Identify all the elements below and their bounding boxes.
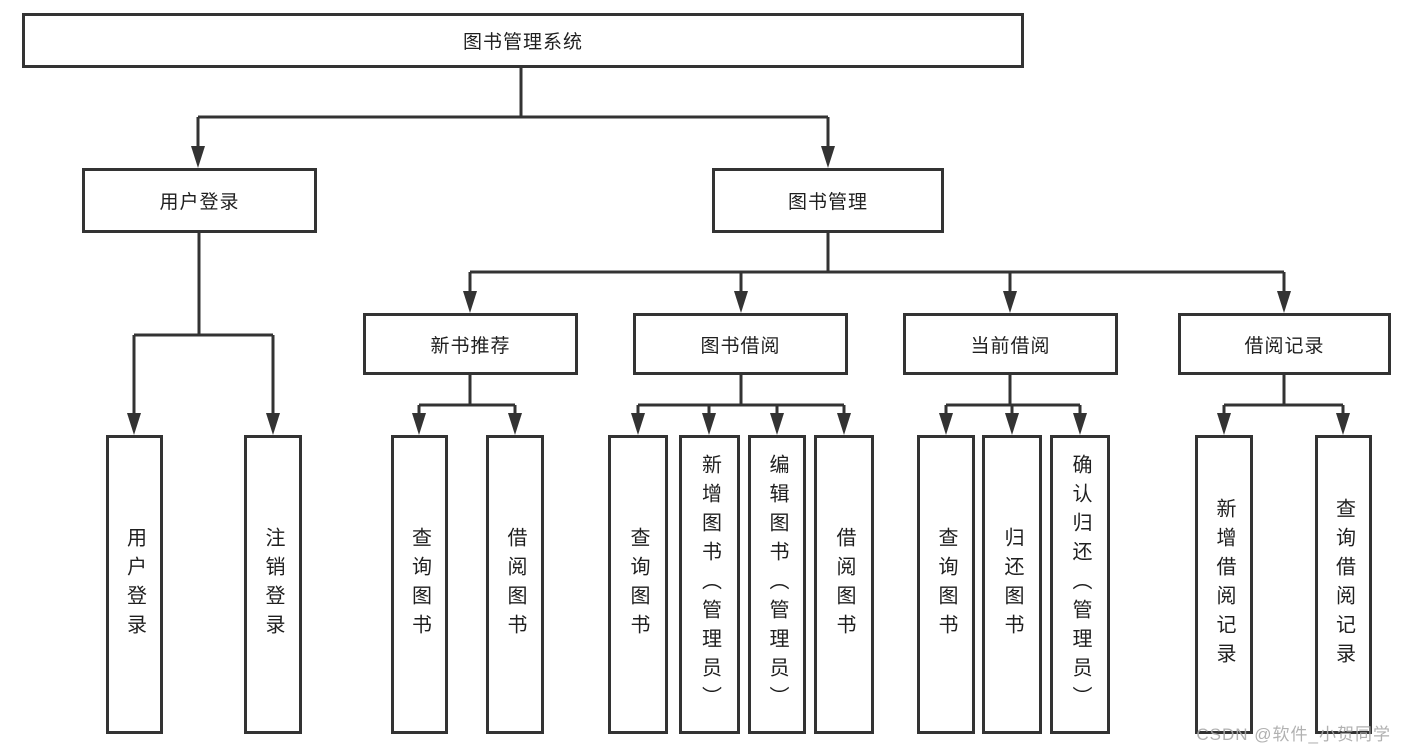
leaf-borrow-books-recommend: 借阅图书 [486, 435, 544, 734]
node-label: 图书管理 [787, 192, 868, 213]
node-label: 借阅图书 [504, 526, 526, 643]
node-label: 用户登录 [159, 192, 240, 213]
leaf-query-books-current: 查询图书 [917, 435, 975, 734]
connector-new-book-branch [412, 375, 522, 435]
node-label: 注销登录 [262, 526, 284, 643]
node-label: 查询借阅记录 [1332, 497, 1355, 672]
leaf-query-books-borrowing: 查询图书 [608, 435, 668, 734]
leaf-borrow-books-borrowing: 借阅图书 [814, 435, 874, 734]
leaf-query-books-recommend: 查询图书 [391, 435, 448, 734]
node-label: 借阅图书 [833, 526, 855, 643]
node-label: 新书推荐 [430, 335, 511, 357]
node-label: 查询图书 [408, 526, 431, 643]
node-new-book-recommendation: 新书推荐 [363, 313, 578, 375]
leaf-edit-book-admin: 编辑图书（管理员） [748, 435, 806, 734]
leaf-confirm-return-admin: 确认归还（管理员） [1050, 435, 1110, 734]
leaf-return-books: 归还图书 [982, 435, 1042, 734]
node-label: 图书管理系统 [462, 32, 583, 53]
node-label: 图书借阅 [700, 335, 781, 357]
node-library-system: 图书管理系统 [22, 13, 1024, 68]
node-label: 借阅记录 [1244, 335, 1325, 357]
node-current-borrowing: 当前借阅 [903, 313, 1118, 375]
node-label: 新增借阅记录 [1213, 497, 1235, 672]
leaf-logout: 注销登录 [244, 435, 302, 734]
node-label: 确认归还（管理员） [1069, 454, 1091, 715]
node-label: 编辑图书（管理员） [766, 454, 788, 715]
connector-root-to-level2 [191, 68, 835, 168]
connector-borrow-records-branch [1217, 375, 1350, 435]
leaf-user-login: 用户登录 [106, 435, 163, 734]
node-book-borrowing: 图书借阅 [633, 313, 848, 375]
node-label: 用户登录 [123, 526, 146, 643]
node-user-login: 用户登录 [82, 168, 317, 233]
leaf-add-book-admin: 新增图书（管理员） [679, 435, 740, 734]
node-label: 查询图书 [627, 526, 649, 643]
node-borrow-records: 借阅记录 [1178, 313, 1391, 375]
connector-user-login-branch [127, 233, 280, 435]
node-label: 当前借阅 [970, 335, 1051, 357]
node-label: 归还图书 [1001, 526, 1023, 643]
connector-book-management-branch [463, 233, 1291, 313]
node-book-management: 图书管理 [712, 168, 944, 233]
csdn-watermark: CSDN @软件_小贺同学 [1196, 725, 1391, 744]
node-label: 新增图书（管理员） [698, 454, 721, 715]
connector-current-borrowing-branch [939, 375, 1087, 435]
leaf-query-borrow-record: 查询借阅记录 [1315, 435, 1372, 734]
node-label: 查询图书 [935, 526, 957, 643]
leaf-add-borrow-record: 新增借阅记录 [1195, 435, 1253, 734]
connector-book-borrowing-branch [631, 375, 851, 435]
